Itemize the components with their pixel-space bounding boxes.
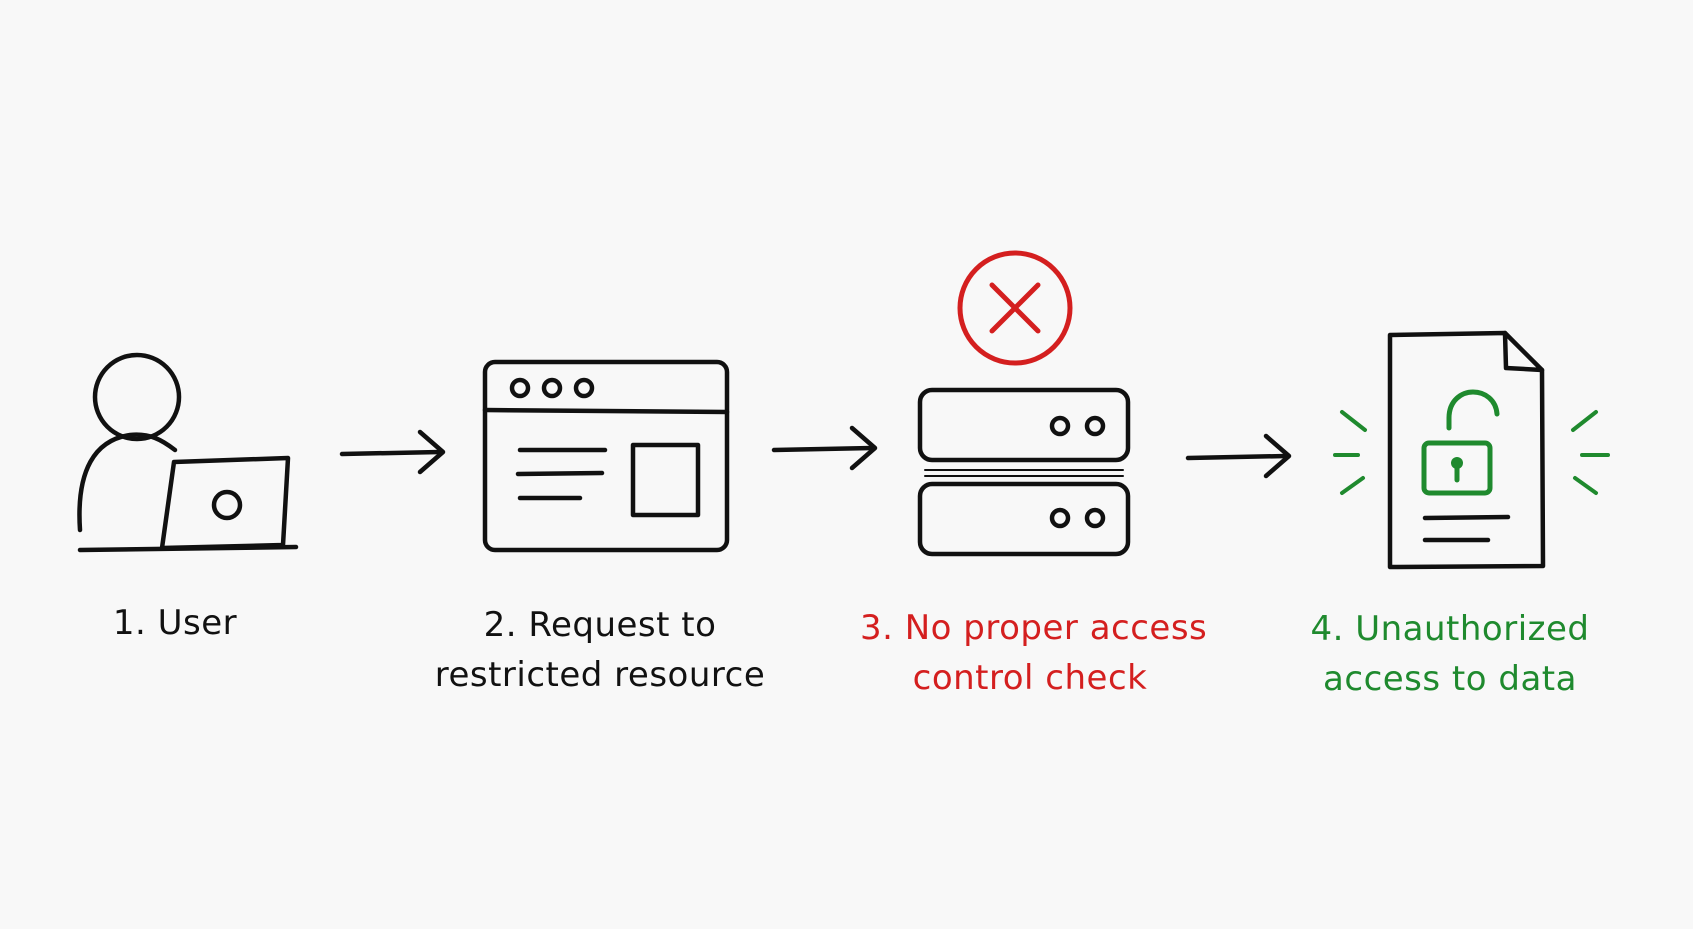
arrow-right-icon xyxy=(339,429,446,475)
step-2-label: 2. Request to restricted resource xyxy=(430,600,770,700)
step-3-label: 3. No proper access control check xyxy=(860,603,1208,703)
server-stack-icon xyxy=(917,387,1131,557)
step-1-label: 1. User xyxy=(60,598,290,648)
arrow-right-icon xyxy=(771,425,878,471)
step-1-label-line-1: 1. User xyxy=(112,603,238,643)
unlocked-document-icon xyxy=(1333,330,1610,570)
step-4-label-line-2: access to data xyxy=(1323,659,1577,699)
browser-window-icon xyxy=(482,359,730,553)
step-3-label-line-1: 3. No proper access xyxy=(860,608,1208,648)
step-2-label-line-2: restricted resource xyxy=(434,655,766,695)
arrow-right-icon xyxy=(1185,433,1292,479)
glow-lines-icon xyxy=(1333,410,1610,495)
user-with-laptop-icon xyxy=(77,352,299,553)
step-4-label: 4. Unauthorized access to data xyxy=(1290,604,1610,704)
open-padlock-icon xyxy=(1421,389,1500,496)
step-4-label-line-1: 4. Unauthorized xyxy=(1310,609,1590,649)
step-2-label-line-1: 2. Request to xyxy=(483,605,717,645)
step-3-label-line-2: control check xyxy=(912,658,1148,698)
error-x-icon xyxy=(957,250,1073,366)
